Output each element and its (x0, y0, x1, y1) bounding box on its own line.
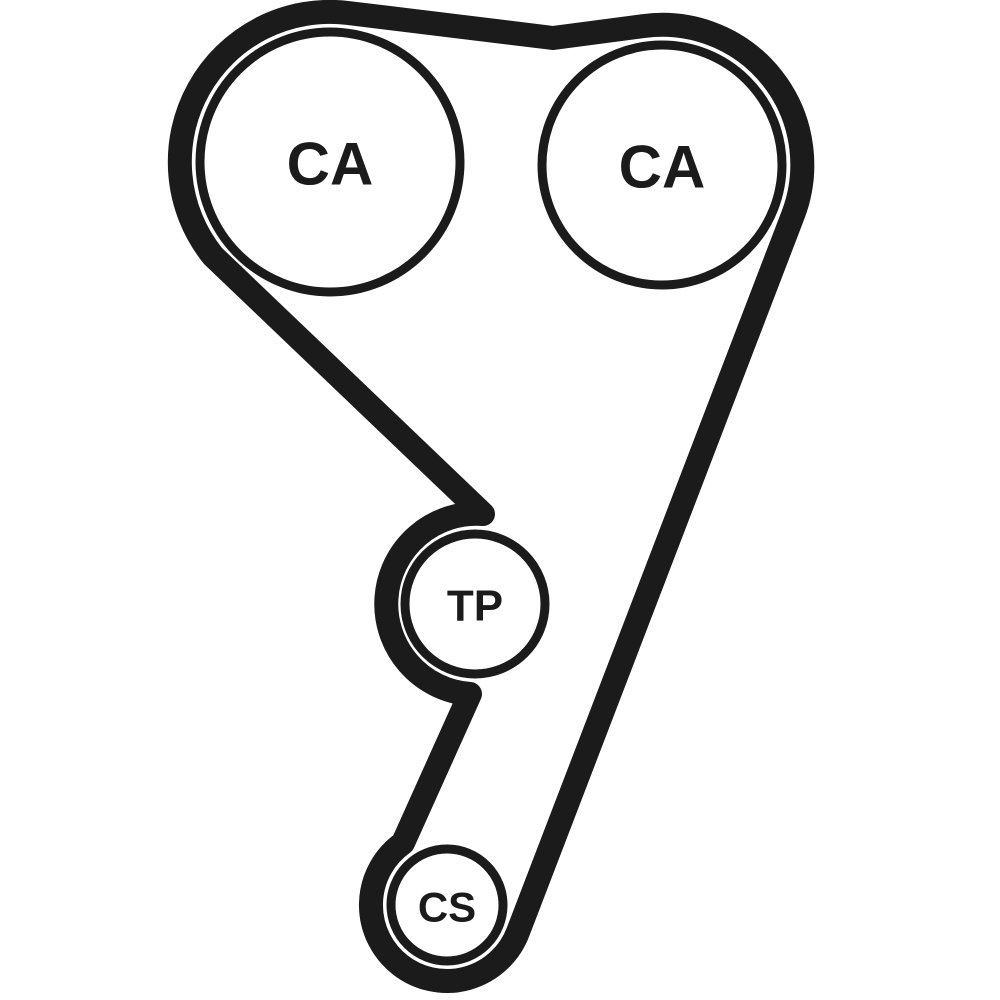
pulley-tensioner: TP (400, 529, 550, 679)
pulley-crankshaft-label: CS (418, 884, 476, 931)
timing-belt-path (167, 0, 815, 993)
pulley-camshaft-right: CA (537, 40, 787, 290)
pulley-camshaft-left: CA (195, 27, 465, 297)
pulley-crankshaft: CS (386, 844, 508, 966)
pulley-crankshaft-circle (386, 844, 508, 966)
pulley-camshaft-right-circle (537, 40, 787, 290)
pulley-camshaft-right-label: CA (619, 134, 706, 201)
pulley-camshaft-left-circle (195, 27, 465, 297)
pulley-tensioner-label: TP (447, 582, 503, 631)
pulley-camshaft-left-label: CA (287, 131, 374, 198)
pulley-tensioner-circle (400, 529, 550, 679)
